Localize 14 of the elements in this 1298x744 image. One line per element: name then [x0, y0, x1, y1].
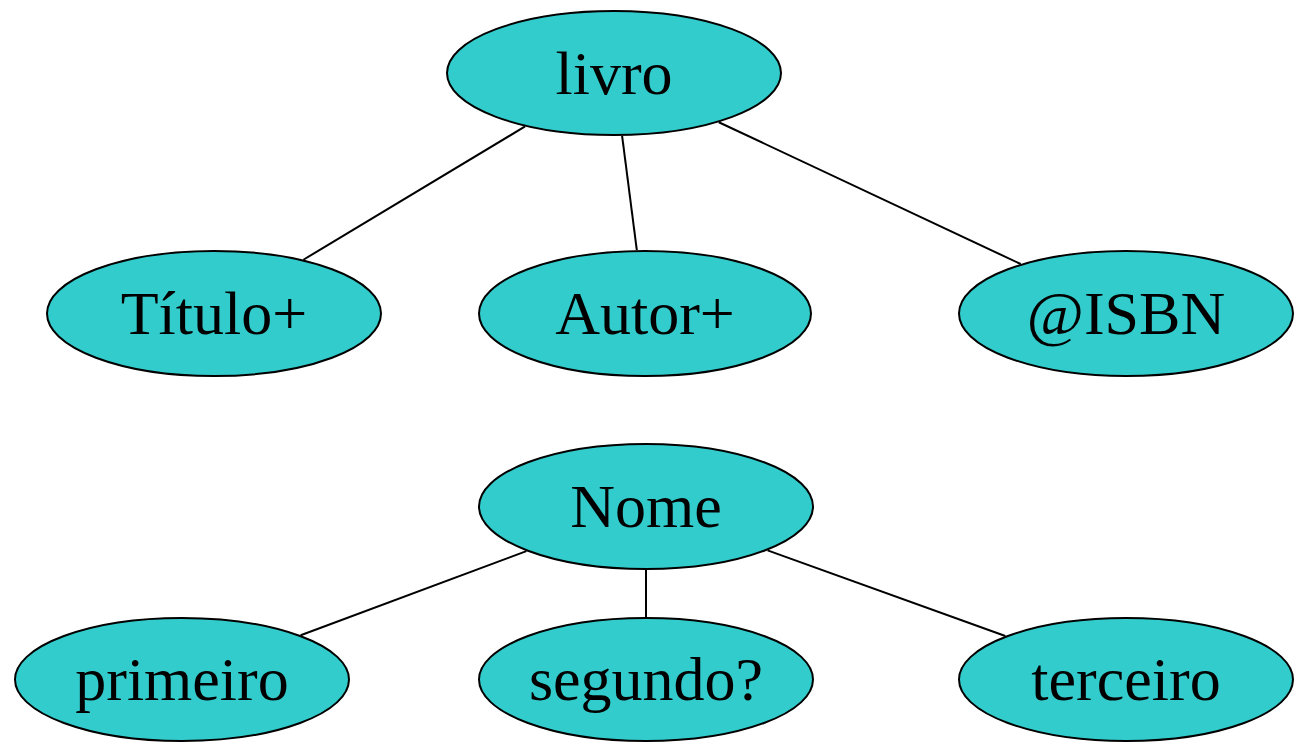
node-label: terceiro — [1031, 644, 1221, 715]
node-label: primeiro — [75, 644, 289, 715]
connector-line — [717, 121, 1022, 266]
node-label: livro — [555, 37, 673, 109]
connector-line — [299, 550, 528, 637]
node-label: Autor+ — [555, 278, 735, 349]
connector-line — [766, 549, 1007, 637]
connector-line — [302, 125, 527, 261]
connector-line — [621, 134, 638, 252]
node-label: segundo? — [528, 644, 764, 715]
node-label: @ISBN — [1026, 278, 1226, 349]
node-label: Nome — [570, 471, 722, 542]
connector-line — [645, 569, 647, 618]
node-label: Título+ — [120, 278, 308, 349]
